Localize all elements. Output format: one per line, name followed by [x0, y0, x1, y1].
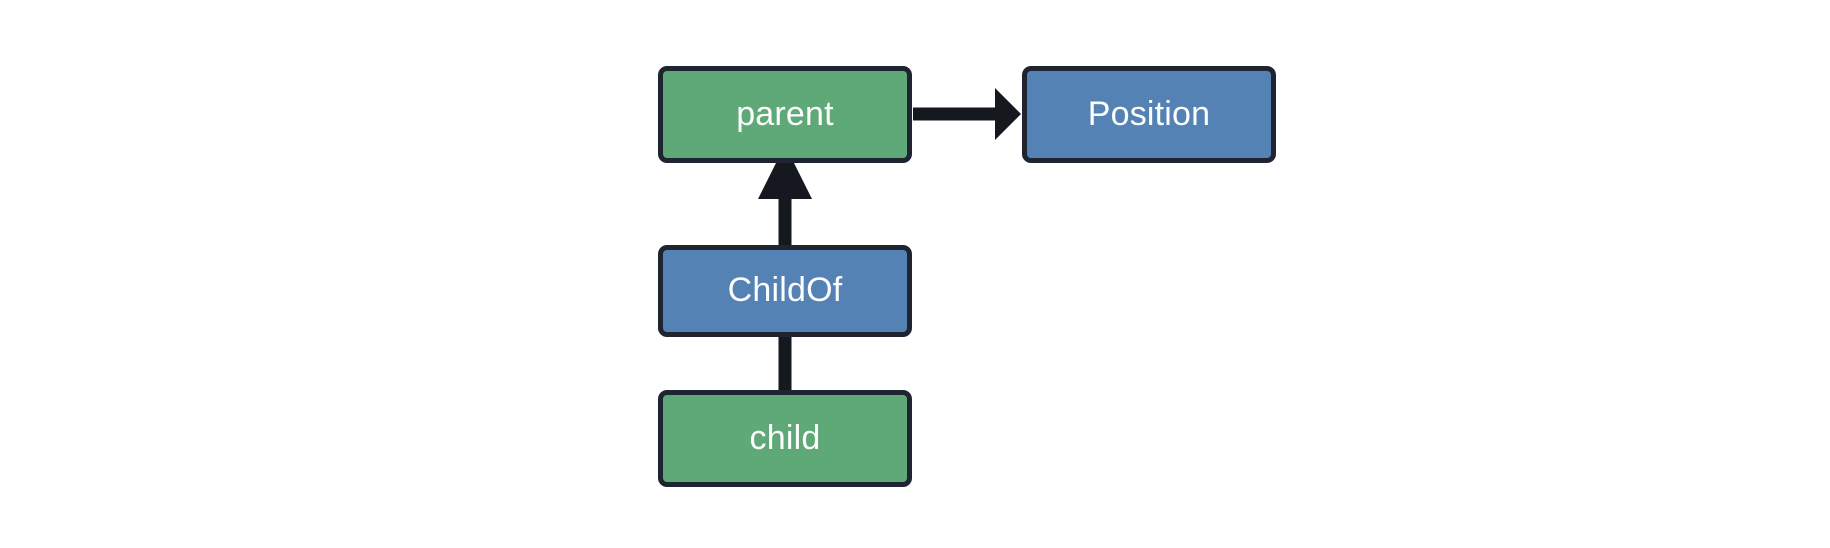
- edge-parent-to-position: [913, 88, 1021, 140]
- node-parent-label: parent: [736, 94, 834, 133]
- node-childof[interactable]: ChildOf: [658, 245, 912, 337]
- node-parent[interactable]: parent: [658, 66, 912, 163]
- arrowhead-right-icon: [995, 88, 1021, 140]
- node-position-label: Position: [1087, 94, 1211, 133]
- node-child-label: child: [749, 418, 821, 457]
- node-childof-label: ChildOf: [727, 271, 843, 309]
- node-child[interactable]: child: [658, 390, 912, 487]
- node-position[interactable]: Position: [1022, 66, 1276, 163]
